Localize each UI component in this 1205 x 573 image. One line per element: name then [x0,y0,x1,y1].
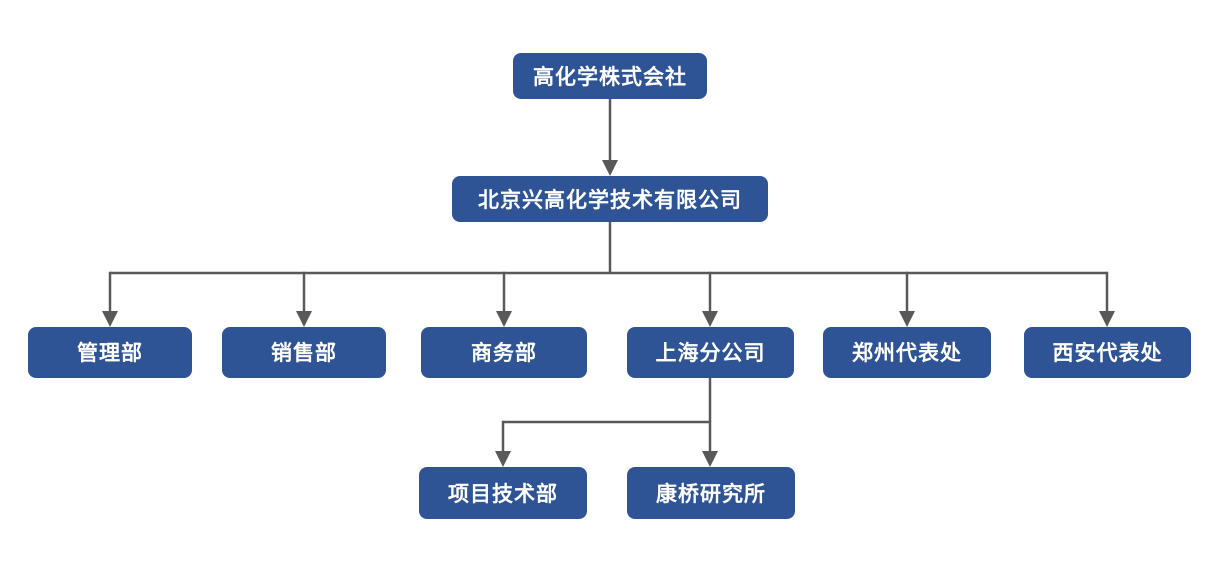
connector-shanghai-stem [503,378,712,424]
org-node-label: 郑州代表处 [852,340,962,365]
org-node-label: 销售部 [271,340,337,365]
arrowhead-icon [296,311,312,327]
org-node-zhengzhou-office: 郑州代表处 [823,327,991,378]
org-node-sales-dept: 销售部 [222,327,386,378]
org-node-business-dept: 商务部 [421,327,587,378]
org-node-label: 西安代表处 [1052,340,1163,365]
org-node-admin-dept: 管理部 [28,327,192,378]
arrowhead-icon [496,311,512,327]
arrowhead-icon [602,160,618,176]
org-node-label: 管理部 [77,340,143,365]
org-node-label: 康桥研究所 [656,480,766,506]
arrowhead-icon [899,311,915,327]
org-node-label: 上海分公司 [655,340,766,365]
org-node-label: 商务部 [471,340,537,365]
arrowhead-icon [495,451,511,467]
arrowhead-icon [702,311,718,327]
org-node-project-tech-dept: 项目技术部 [419,467,587,519]
arrowhead-icon [102,311,118,327]
org-node-kangqiao-institute: 康桥研究所 [627,467,795,519]
org-node-xian-office: 西安代表处 [1024,327,1191,378]
org-node-company: 北京兴高化学技术有限公司 [452,176,768,222]
org-node-label: 北京兴高化学技术有限公司 [478,186,742,212]
org-node-label: 高化学株式会社 [533,63,687,89]
org-node-root: 高化学株式会社 [513,53,707,99]
arrowhead-icon [702,451,718,467]
org-node-shanghai-branch: 上海分公司 [627,327,794,378]
org-node-label: 项目技术部 [448,480,558,506]
arrowhead-icon [1099,311,1115,327]
connector-company-stem [110,222,1107,275]
